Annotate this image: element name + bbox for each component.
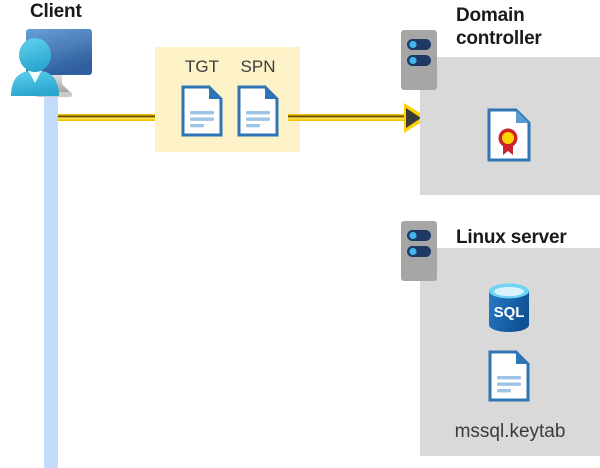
- client-lifeline: [44, 68, 58, 468]
- connector-line-left: [58, 114, 162, 121]
- tgt-document-icon: [181, 85, 223, 137]
- user-computer-icon: [6, 26, 98, 100]
- sql-glyph-text: SQL: [494, 304, 525, 321]
- linux-server-title: Linux server: [456, 227, 567, 248]
- sql-database-icon: SQL: [486, 282, 532, 334]
- spn-label: SPN: [240, 57, 276, 76]
- domain-controller-title: Domain controller: [456, 5, 542, 49]
- client-label: Client: [30, 1, 82, 22]
- certificate-document-icon: [487, 108, 531, 162]
- keytab-document-icon: [488, 350, 530, 402]
- spn-document-icon: [237, 85, 279, 137]
- keytab-filename-label: mssql.keytab: [454, 421, 566, 442]
- connector-line-right: [288, 114, 413, 121]
- tgt-label: TGT: [185, 57, 219, 76]
- token-panel: TGT SPN: [155, 47, 300, 152]
- server-icon: [401, 221, 437, 281]
- server-icon: [401, 30, 437, 90]
